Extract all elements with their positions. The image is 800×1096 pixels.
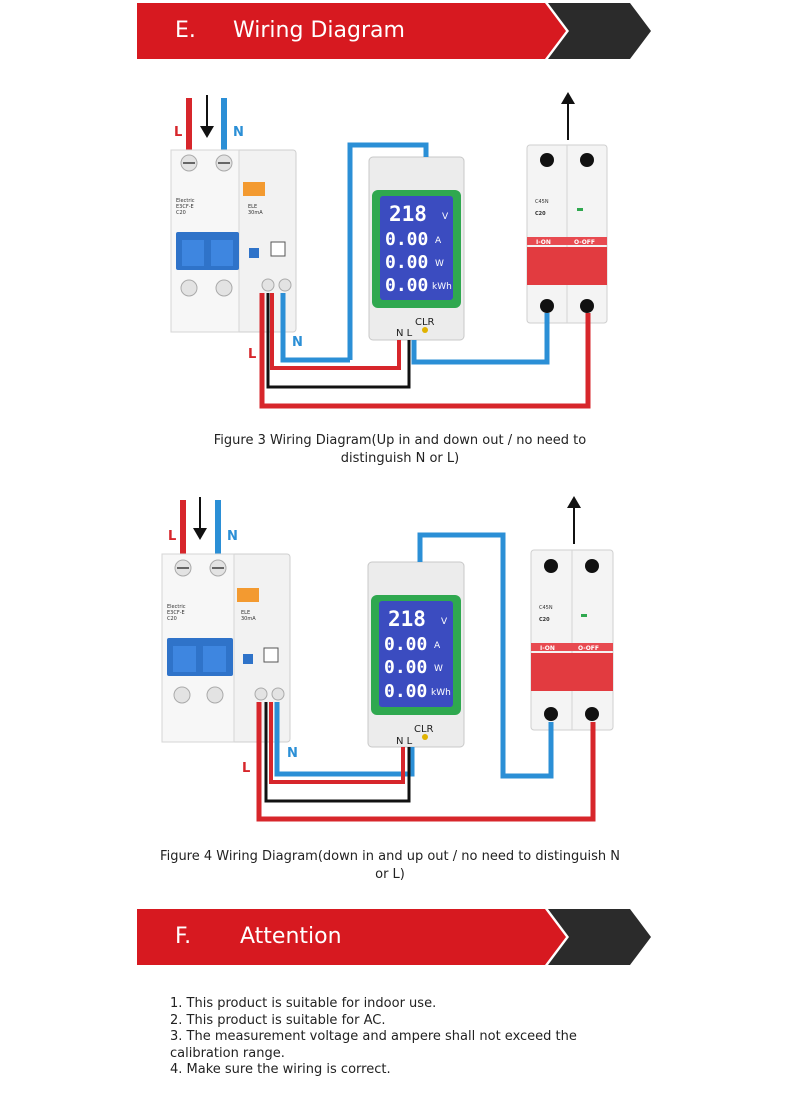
lcd-power: 0.00 (384, 657, 427, 678)
rcbo-breaker: Electric E3CF-E C20 ELE 30mA (161, 553, 291, 743)
svg-text:W: W (435, 259, 444, 269)
section-e-title: Wiring Diagram (233, 18, 405, 43)
svg-text:C20: C20 (176, 210, 186, 216)
clr-button (422, 734, 428, 740)
banner-shape (137, 909, 651, 965)
terminal-labels: N L (396, 328, 413, 339)
section-e-letter: E. (175, 18, 196, 43)
svg-text:Electric: Electric (167, 604, 186, 610)
bottom-live-label: L (242, 761, 250, 776)
bottom-neutral-label: N (287, 746, 298, 761)
meter-top-blue-wire (417, 532, 554, 779)
mcb-breaker: C45N C20 I-ON O-OFF (530, 549, 614, 731)
svg-text:ELE: ELE (248, 204, 257, 210)
svg-text:kWh: kWh (431, 688, 451, 698)
svg-text:30mA: 30mA (241, 616, 256, 622)
svg-text:C20: C20 (167, 616, 177, 622)
lcd-energy: 0.00 (384, 681, 427, 702)
svg-text:O-OFF: O-OFF (578, 645, 599, 652)
svg-text:E3CF-E: E3CF-E (176, 204, 194, 210)
lcd-screen (379, 601, 453, 707)
figure-3-diagram: L N Electric E3CF-E C20 ELE 30mA (0, 90, 800, 420)
svg-text:C45N: C45N (539, 605, 553, 611)
terminal-labels: N L (396, 736, 413, 747)
attention-item: 4. Make sure the wiring is correct. (170, 1062, 391, 1077)
input-live-label: L (168, 529, 176, 544)
svg-text:O-OFF: O-OFF (574, 239, 595, 246)
clr-button (422, 327, 428, 333)
attention-item: 1. This product is suitable for indoor u… (170, 996, 437, 1011)
lcd-power: 0.00 (385, 252, 428, 273)
figure-3-caption: Figure 3 Wiring Diagram(Up in and down o… (213, 433, 587, 466)
lcd-screen (380, 196, 453, 300)
svg-text:C45N: C45N (535, 199, 549, 205)
svg-text:ELE: ELE (241, 610, 250, 616)
section-f-banner: F. Attention (0, 909, 800, 969)
input-neutral-label: N (227, 529, 238, 544)
section-f-title: Attention (240, 924, 342, 949)
svg-text:V: V (441, 617, 448, 627)
figure-4-caption: Figure 4 Wiring Diagram(down in and up o… (160, 849, 620, 882)
svg-text:Electric: Electric (176, 198, 195, 204)
section-e-banner: E. Wiring Diagram (0, 3, 800, 63)
input-live-wire (186, 98, 192, 153)
svg-text:W: W (434, 664, 443, 674)
lcd-voltage: 218 (389, 202, 427, 226)
banner-shape (137, 3, 651, 59)
attention-item: 3. The measurement voltage and ampere sh… (170, 1029, 577, 1061)
bottom-live-label: L (248, 347, 256, 362)
svg-text:A: A (435, 236, 442, 246)
svg-text:V: V (442, 212, 449, 222)
mcb-breaker: C45N C20 I-ON O-OFF (526, 144, 608, 324)
input-neutral-label: N (233, 125, 244, 140)
din-rail-meter: 218 0.00 0.00 0.00 V A W kWh CLR N L (368, 156, 465, 341)
svg-text:kWh: kWh (432, 282, 452, 292)
meter-top-blue-wire (347, 142, 429, 360)
clr-label: CLR (415, 317, 435, 328)
svg-text:A: A (434, 641, 441, 651)
attention-list: 1. This product is suitable for indoor u… (170, 996, 630, 1079)
svg-text:C20: C20 (539, 617, 550, 623)
bottom-neutral-label: N (292, 335, 303, 350)
rcbo-breaker: Electric E3CF-E C20 ELE 30mA (170, 149, 297, 333)
lcd-energy: 0.00 (385, 275, 428, 296)
svg-text:I-ON: I-ON (536, 239, 551, 246)
input-live-label: L (174, 125, 182, 140)
lcd-current: 0.00 (385, 229, 428, 250)
svg-text:30mA: 30mA (248, 210, 263, 216)
svg-text:E3CF-E: E3CF-E (167, 610, 185, 616)
lcd-voltage: 218 (388, 607, 426, 631)
svg-text:C20: C20 (535, 211, 546, 217)
attention-item: 2. This product is suitable for AC. (170, 1012, 386, 1028)
section-f-letter: F. (175, 924, 192, 949)
svg-text:I-ON: I-ON (540, 645, 555, 652)
input-neutral-wire (221, 98, 227, 153)
figure-4-diagram: L N Electric E3CF-E C20 ELE 30mA (0, 492, 800, 832)
din-rail-meter: 218 0.00 0.00 0.00 V A W kWh CLR N L (367, 561, 465, 748)
lcd-current: 0.00 (384, 634, 427, 655)
clr-label: CLR (414, 724, 434, 735)
